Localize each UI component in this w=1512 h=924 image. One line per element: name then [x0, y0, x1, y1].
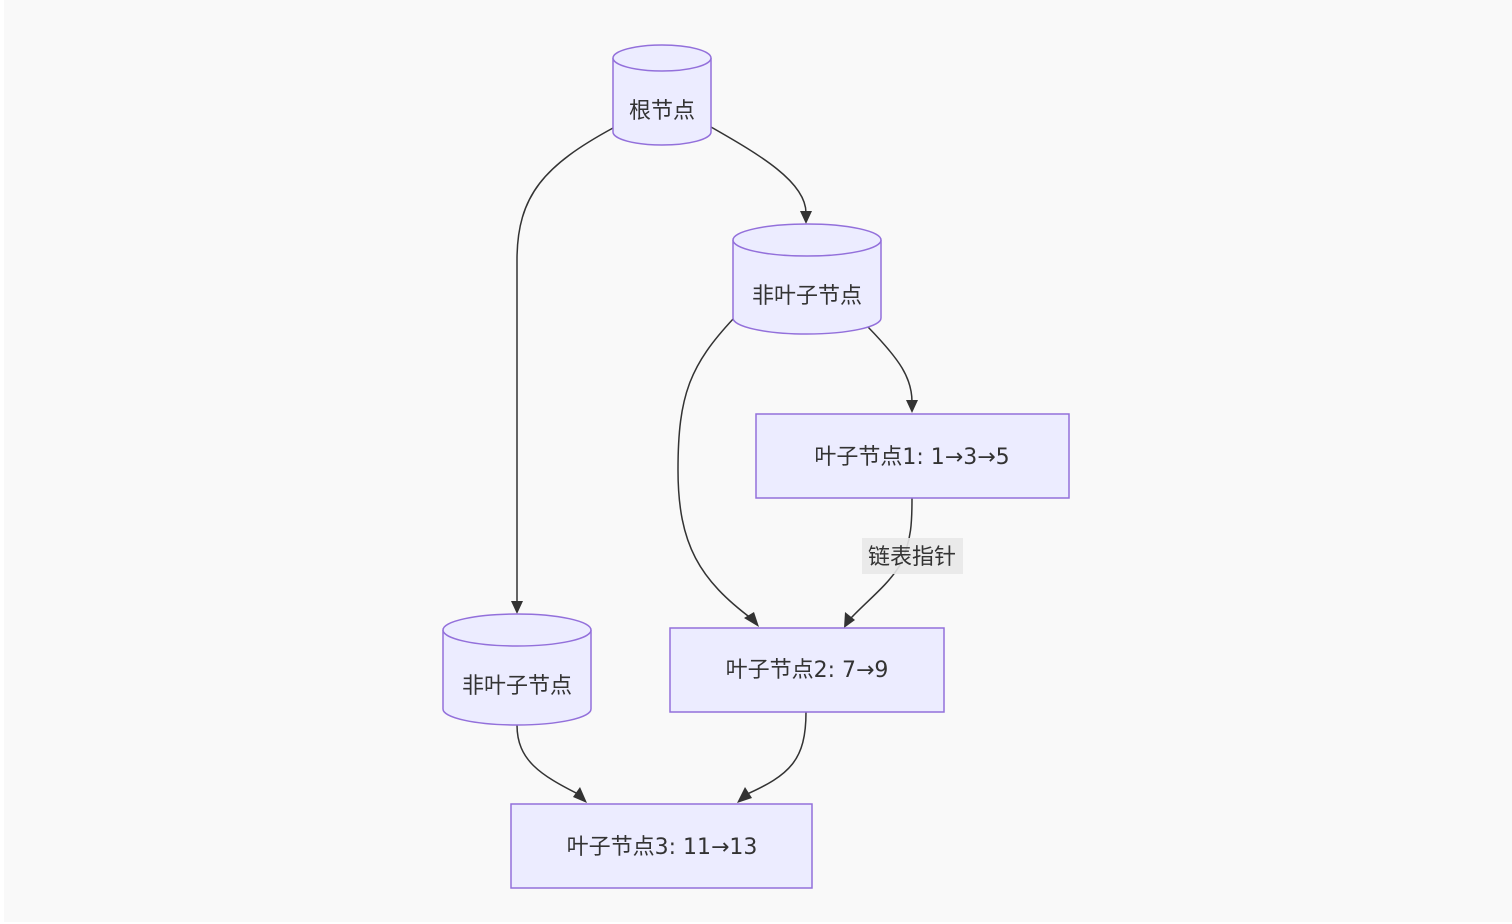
arrowhead-leaf2-b: [844, 612, 855, 628]
edge-label-bg: [862, 538, 963, 574]
node-nonleaf-left-top: [442, 629, 592, 647]
node-root-top: [612, 57, 712, 72]
edges: [511, 126, 918, 803]
node-nonleaf-left-label: 非叶子节点: [462, 674, 572, 699]
arrowhead-nonleaf-right: [800, 211, 812, 224]
node-nonleaf-left: 非叶子节点: [442, 613, 592, 726]
node-leaf2-box: [669, 627, 945, 713]
edge-label-text: 链表指针: [868, 545, 956, 570]
arrowhead-leaf3-b: [737, 787, 752, 803]
edge-root-to-nonleaf-right: [710, 126, 807, 214]
edge-leaf2-to-leaf3: [744, 711, 807, 796]
edge-nonleaf-left-to-leaf3: [516, 724, 581, 796]
arrowhead-leaf2-a: [744, 612, 759, 627]
arrowhead-leaf1: [906, 400, 918, 413]
node-leaf2: 叶子节点2: 7→9: [669, 627, 945, 713]
node-nonleaf-right-label: 非叶子节点: [752, 284, 862, 309]
arrowhead-nonleaf-left: [511, 601, 523, 614]
node-leaf2-label: 叶子节点2: 7→9: [726, 658, 889, 683]
node-root: 根节点: [612, 44, 712, 146]
node-nonleaf-right: 非叶子节点: [732, 223, 882, 335]
edge-label-linked-pointer: 链表指针: [862, 538, 963, 574]
arrowhead-leaf3-a: [573, 787, 587, 803]
node-leaf1: 叶子节点1: 1→3→5: [755, 413, 1070, 499]
node-leaf3-box: [510, 803, 813, 889]
node-leaf1-label: 叶子节点1: 1→3→5: [814, 445, 1009, 470]
node-leaf3-label: 叶子节点3: 11→13: [567, 835, 758, 860]
node-root-label: 根节点: [629, 99, 695, 124]
edge-root-to-nonleaf-left: [516, 127, 614, 603]
node-leaf3: 叶子节点3: 11→13: [510, 803, 813, 889]
node-nonleaf-right-top: [732, 239, 882, 257]
edge-nonleaf-right-to-leaf1: [867, 326, 913, 403]
node-leaf1-box: [755, 413, 1070, 499]
edge-nonleaf-right-to-leaf2: [677, 317, 753, 620]
